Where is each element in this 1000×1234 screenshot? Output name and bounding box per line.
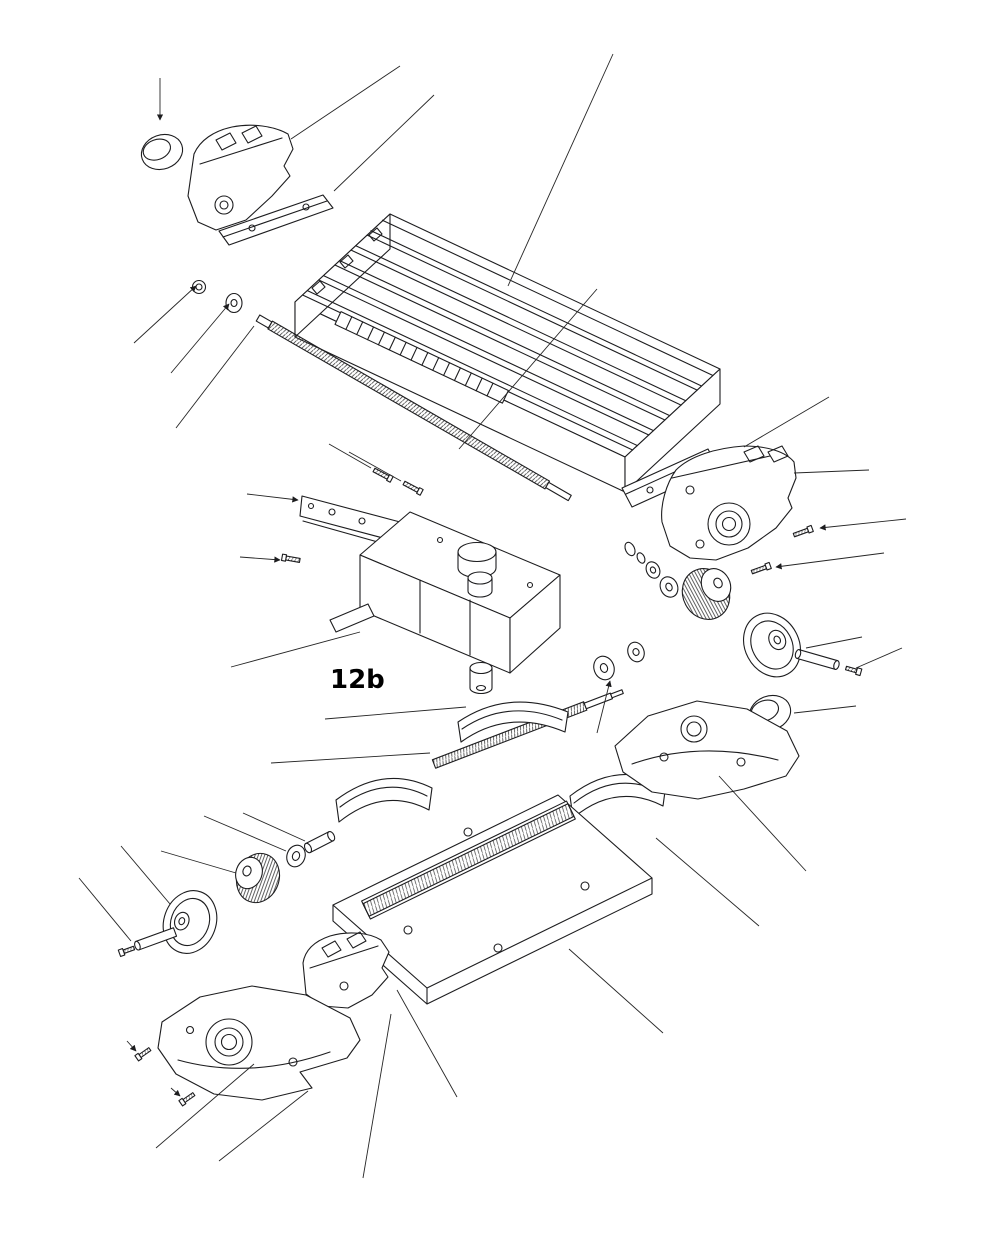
bearing-boss (680, 715, 708, 743)
part-top-left-end-bracket (187, 124, 294, 231)
part-saddle-body (299, 495, 561, 695)
part-washer-top (225, 292, 243, 314)
bracket-slots (215, 125, 263, 151)
bearing-boss (707, 502, 751, 546)
part-base-plate (332, 794, 653, 1005)
part-way-clamp-strip-1 (457, 701, 569, 743)
table-left-end (294, 213, 391, 338)
bracket-slots (743, 445, 789, 463)
part-saddle-screw-2 (402, 480, 424, 496)
part-right-end-bracket (661, 445, 797, 561)
part-small-end-bracket (302, 931, 390, 1009)
part-bottom-left-bracket (157, 985, 361, 1101)
part-knurled-dial-right (681, 568, 732, 620)
bearing-boss (205, 1018, 253, 1066)
part-left-crank-screw (117, 945, 136, 958)
part-table-lead-screw (255, 314, 572, 502)
part-label-12b: 12b (330, 665, 385, 695)
part-way-clamp-strip-2 (335, 777, 433, 823)
table-slot-openings (311, 227, 383, 295)
part-base-screw-2 (178, 1092, 196, 1107)
part-retainer-plate (218, 194, 334, 246)
saddle-arm (299, 495, 401, 549)
table-scale-strip (334, 311, 509, 404)
part-set-screw-right-2 (750, 561, 772, 575)
part-left-washer (286, 844, 306, 868)
part-left-handwheel (162, 890, 218, 954)
part-right-lower-bracket (614, 700, 800, 800)
parts-layer (117, 124, 863, 1107)
part-saddle-screw-left (280, 553, 301, 563)
part-right-handwheel (743, 612, 801, 678)
part-set-screw-right-1 (792, 524, 814, 538)
part-cross-screw-washers (593, 641, 645, 681)
feed-nut-boss (469, 661, 493, 695)
part-right-crank-handle (794, 649, 840, 670)
part-thrust-washers (624, 541, 679, 598)
dovetail-way (361, 800, 576, 920)
saddle-right-face (509, 574, 561, 674)
part-left-knurled-dial (235, 852, 281, 904)
saddle-boss (457, 541, 497, 598)
bearing-bore (214, 195, 234, 215)
bracket-slots (321, 931, 367, 958)
part-round-cap-knob (140, 133, 184, 171)
leader-lines (78, 53, 907, 1179)
saddle-foot (329, 603, 375, 633)
part-milling-table (294, 213, 721, 493)
part-right-crank-screw (844, 665, 863, 677)
part-spacer-sleeve (303, 830, 336, 854)
part-left-crank-handle (134, 927, 178, 951)
table-right-end (624, 368, 721, 493)
part-base-screw-1 (134, 1047, 152, 1062)
